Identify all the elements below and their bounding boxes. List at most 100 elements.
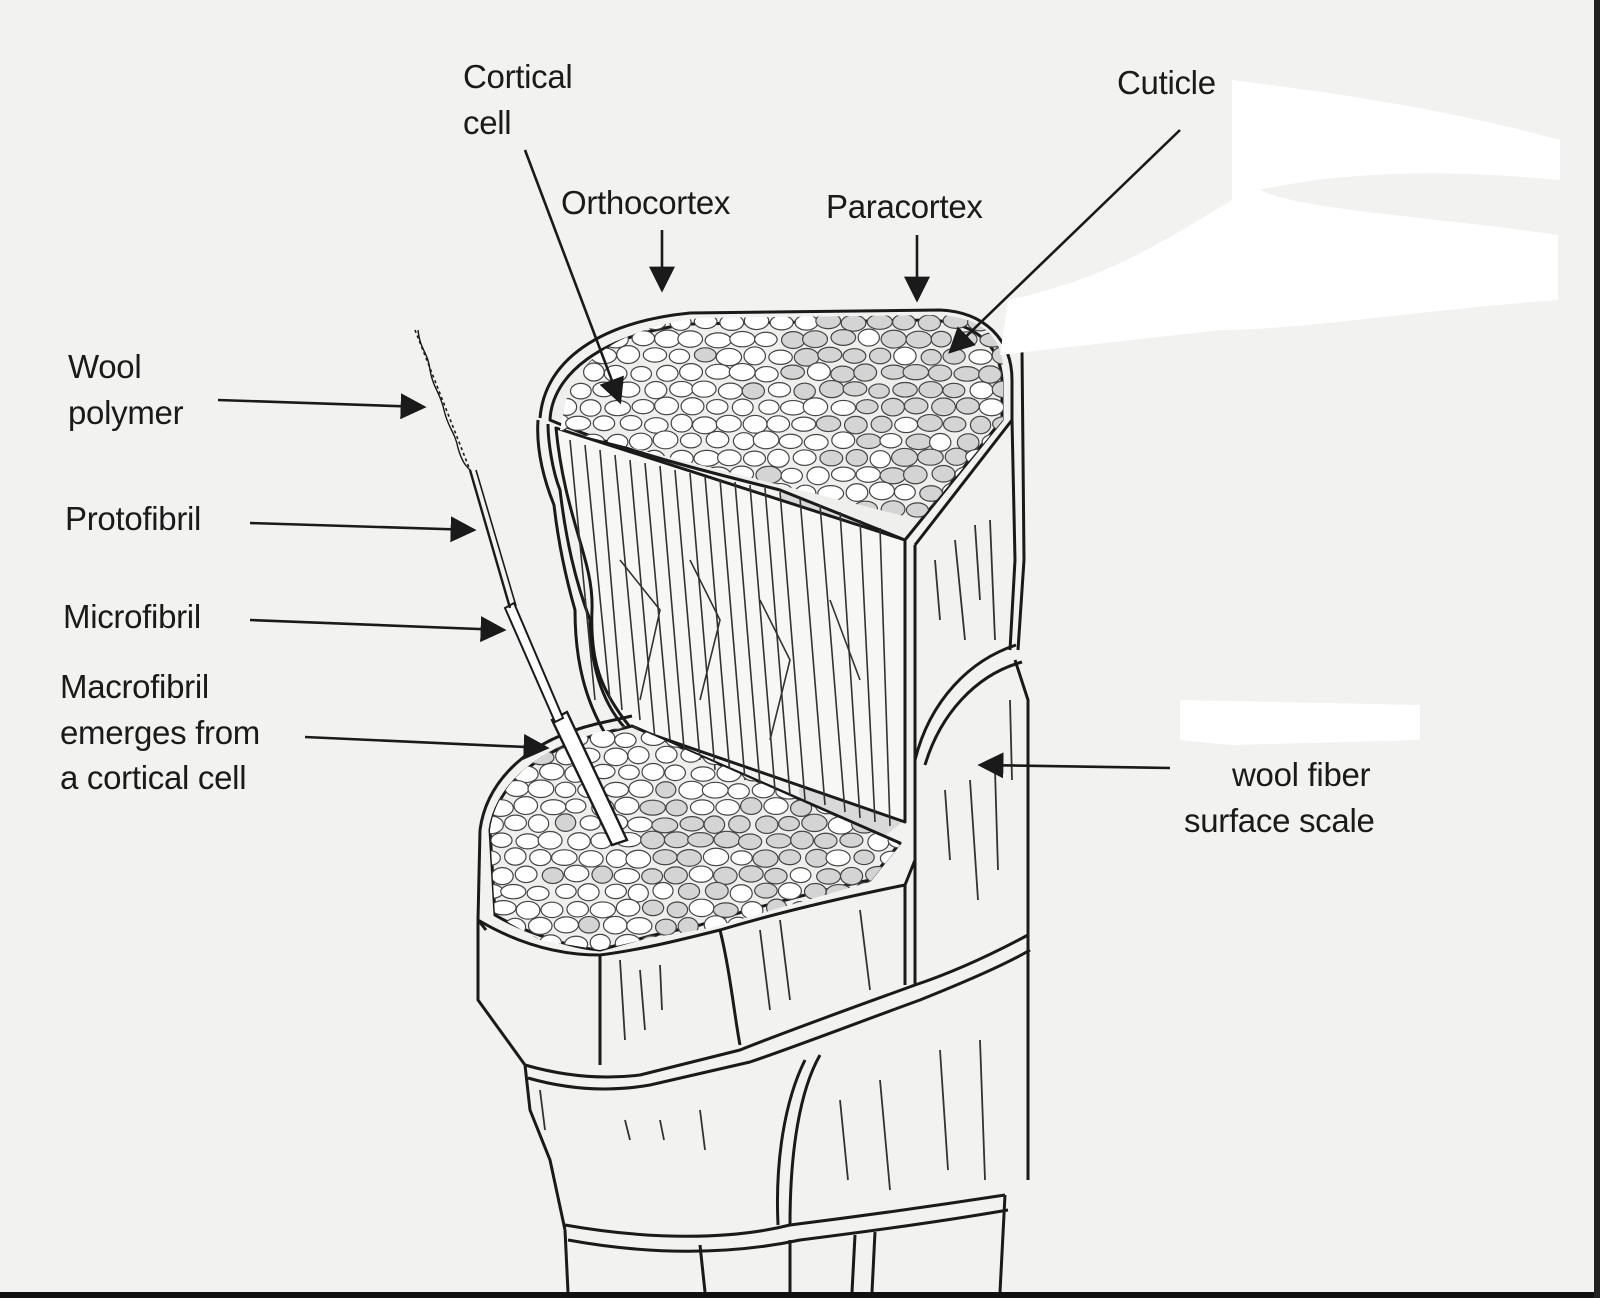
cortical-cell-outline — [778, 433, 803, 450]
cortical-cell-outline — [626, 917, 653, 935]
cortical-cell-outline — [555, 883, 577, 899]
cortical-cell-outline — [868, 347, 892, 365]
cortical-cell-outline — [918, 380, 944, 399]
cortical-cell-outline — [616, 345, 641, 365]
cortical-cell-outline — [928, 432, 952, 452]
label-cortical-cell: Cortical cell — [463, 58, 573, 141]
cortical-cell-outline — [703, 815, 726, 834]
cortical-cell-outline — [641, 868, 664, 885]
cortical-cell-outline — [768, 349, 793, 366]
cortical-cell-outline — [490, 883, 504, 900]
cortical-cell-outline — [801, 918, 828, 935]
cortical-cell-outline — [845, 483, 869, 502]
cortical-cell-outline — [656, 364, 679, 382]
cortical-cell-outline — [839, 832, 864, 848]
cortical-cell-outline — [628, 779, 654, 798]
cortical-cell-outline — [560, 315, 568, 331]
scale-boundary-2 — [524, 933, 1029, 1079]
cortical-cell-outline — [967, 482, 990, 500]
protofibril — [468, 469, 512, 609]
cortical-cell-outline — [705, 430, 730, 449]
cortical-cell-outline — [514, 865, 538, 884]
cortical-cell-outline — [792, 449, 817, 467]
cortical-cell-outline — [902, 363, 930, 381]
cortical-cell-outline — [693, 315, 718, 330]
cortical-cell-outline — [780, 331, 806, 350]
cortical-cell-outline — [743, 315, 770, 331]
cortical-cell-outline — [791, 416, 817, 432]
cortical-cell-outline — [754, 882, 778, 899]
cortical-cell-outline — [504, 779, 530, 798]
cortical-cell-outline — [641, 899, 665, 917]
cortical-cell-outline — [779, 399, 807, 416]
cortical-cell-outline — [754, 365, 779, 383]
cortical-cell-outline — [955, 397, 980, 415]
cortical-cell-outline — [665, 799, 688, 817]
cortical-cell-outline — [689, 799, 715, 816]
cortical-cell-outline — [741, 382, 766, 400]
arrow-cuticle — [948, 129, 1181, 354]
cortical-cell-outline — [920, 348, 942, 366]
cortical-cell-outline — [628, 432, 653, 451]
cortical-cell-outline — [801, 813, 828, 833]
cortical-cell-outline — [651, 817, 679, 834]
cortical-cell-outline — [592, 315, 615, 331]
cortical-cell-outline — [654, 396, 680, 416]
cortical-cell-outline — [554, 813, 577, 832]
cortical-cell-outline — [655, 745, 678, 764]
cortical-cell-outline — [619, 414, 643, 431]
cortical-cell-outline — [729, 330, 756, 348]
fibril-hierarchy — [414, 329, 629, 847]
cortical-cell-outline — [855, 399, 879, 415]
cortical-cell-outline — [655, 781, 677, 799]
cortical-cell-outline — [868, 481, 895, 501]
cortical-cell-outline — [737, 833, 763, 851]
cortical-cell-outline — [592, 415, 616, 432]
cortical-cell-outline — [579, 399, 602, 417]
cortical-cell-outline — [856, 433, 882, 450]
cortical-cell-outline — [680, 397, 705, 416]
cortical-cell-outline — [879, 850, 900, 867]
cortical-cell-outline — [880, 329, 907, 349]
cortical-cell-outline — [712, 902, 739, 918]
cortical-cell-outline — [969, 381, 994, 400]
cortical-cell-outline — [870, 415, 893, 434]
cortical-cell-outline — [843, 415, 868, 435]
cortical-cell-outline — [490, 780, 500, 800]
cortical-cell-outline — [944, 447, 969, 466]
cortical-cell-outline — [567, 832, 591, 851]
cortical-cell-outline — [815, 933, 838, 950]
cortical-cell-outline — [503, 725, 527, 730]
cortical-cell-outline — [704, 881, 729, 900]
cortical-cell-outline — [490, 725, 502, 730]
cortical-cell-outline — [669, 380, 694, 398]
cortical-cell-outline — [905, 433, 933, 451]
cortical-cell-outline — [715, 347, 743, 367]
cortical-cell-outline — [679, 816, 705, 832]
label-microfibril: Microfibril — [63, 598, 201, 635]
cortical-cell-outline — [978, 365, 1002, 384]
cortical-cell-outline — [578, 850, 604, 868]
cortical-cell-outline — [540, 799, 567, 816]
cortical-cell-outline — [893, 346, 917, 366]
cortical-cell-outline — [592, 381, 616, 398]
cortical-cell-outline — [539, 762, 565, 781]
cortical-cell-outline — [618, 764, 640, 781]
cortical-cell-outline — [931, 397, 957, 417]
cortical-cell-outline — [643, 417, 669, 434]
cortical-cell-outline — [627, 816, 653, 833]
cortical-cell-outline — [839, 866, 864, 886]
cortical-cell-outline — [780, 364, 806, 380]
cortical-cell-outline — [732, 432, 755, 451]
cortical-cell-outline — [865, 899, 889, 917]
leader-lines — [217, 129, 1181, 779]
cortical-cell-outline — [803, 433, 829, 451]
cortical-cell-outline — [752, 430, 780, 450]
cortical-cell-outline — [603, 781, 630, 798]
cortical-cell-outline — [880, 397, 906, 417]
cortical-cell-outline — [663, 831, 690, 849]
cortical-cell-outline — [755, 815, 779, 835]
cortical-cell-outline — [490, 799, 514, 817]
cortical-cell-outline — [614, 732, 637, 749]
cortical-cell-outline — [564, 935, 589, 950]
